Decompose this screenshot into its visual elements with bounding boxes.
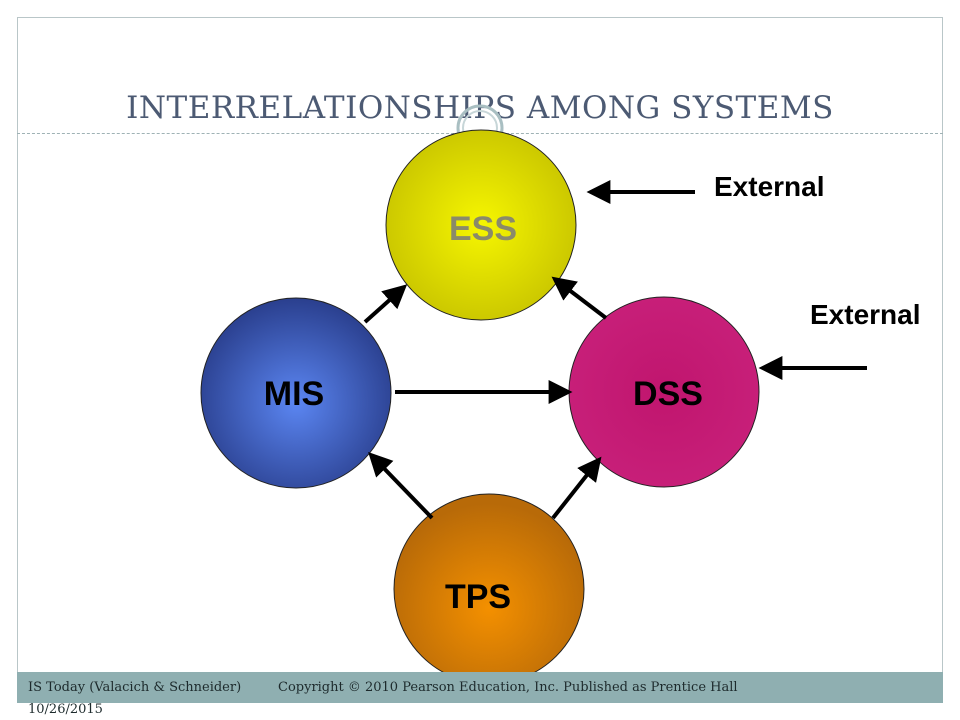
node-mis: MIS — [200, 297, 392, 489]
node-tps-label: TPS — [445, 578, 511, 616]
node-ess-label: ESS — [449, 210, 517, 248]
arrow-dss-to-ess — [551, 276, 608, 320]
arrow-mis-to-ess — [363, 284, 408, 324]
node-dss-label: DSS — [633, 375, 703, 413]
footer-source: IS Today (Valacich & Schneider) — [28, 680, 242, 695]
arrow-tps-to-dss — [551, 456, 602, 520]
footer-copyright: Copyright © 2010 Pearson Education, Inc.… — [278, 680, 738, 695]
node-mis-label: MIS — [264, 375, 324, 413]
arrow-tps-to-mis — [368, 451, 434, 520]
node-dss: DSS — [568, 296, 760, 488]
external-label-ess: External — [714, 171, 825, 202]
footer-date: 10/26/2015 — [28, 702, 103, 717]
external-label-dss: External — [810, 299, 921, 330]
node-tps: TPS — [393, 493, 585, 685]
node-ess: ESS — [385, 129, 577, 321]
slide-title: INTERRELATIONSHIPS AMONG SYSTEMS — [126, 90, 834, 126]
footer-bar — [17, 672, 943, 703]
